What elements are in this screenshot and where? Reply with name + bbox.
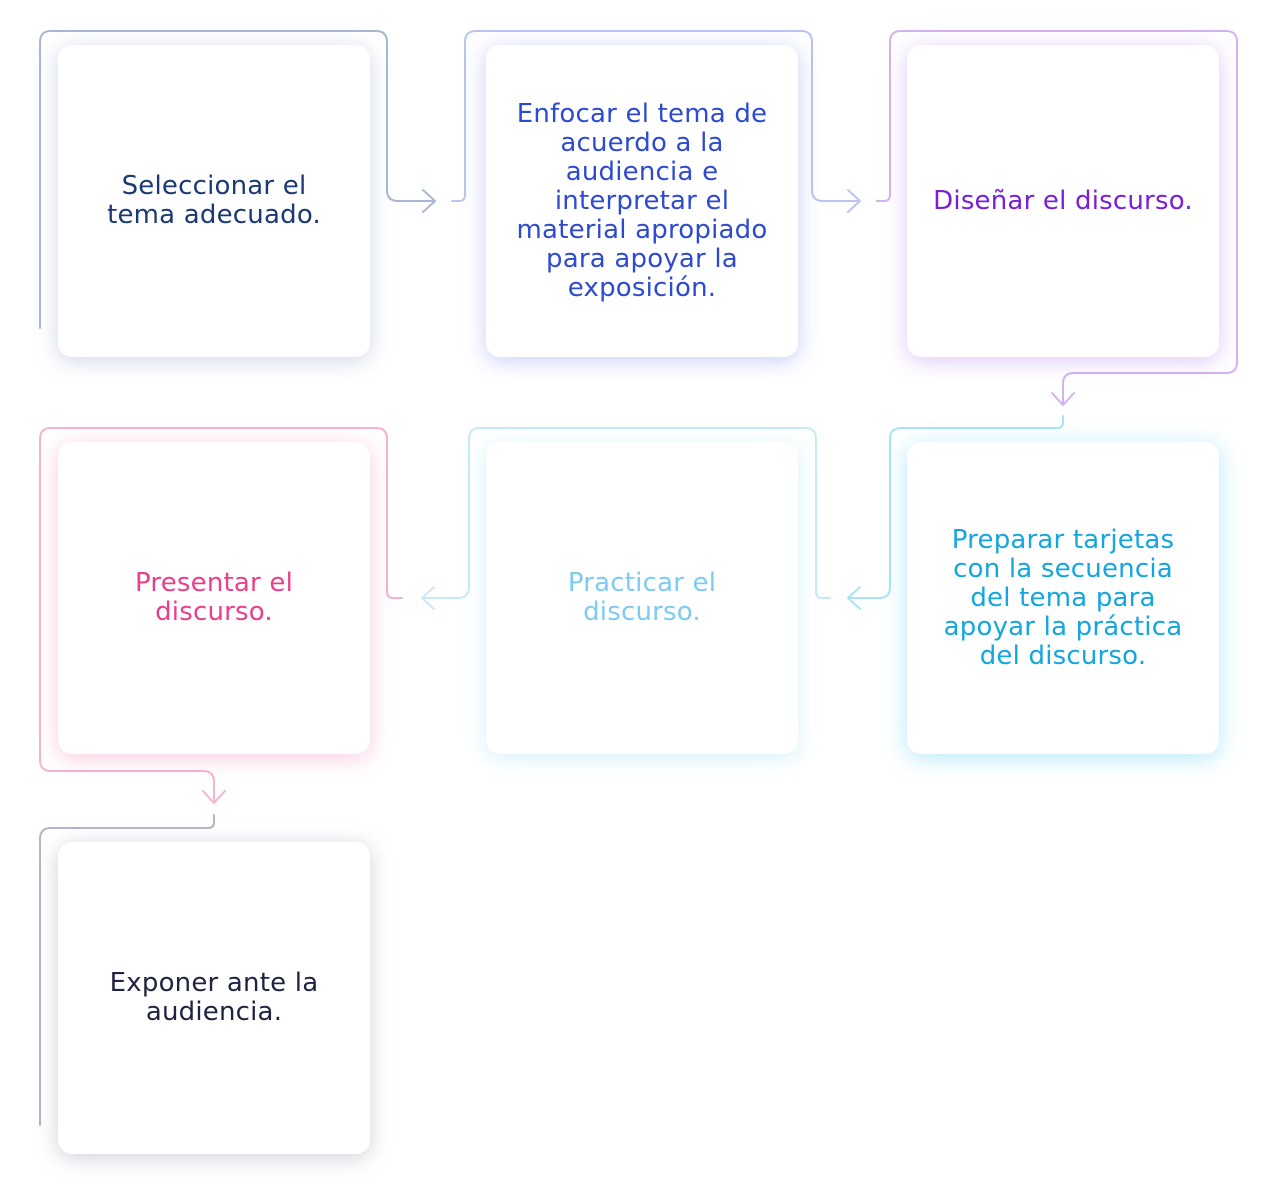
arrowhead-down-icon <box>1051 392 1075 406</box>
arrowhead-left-icon <box>847 586 861 610</box>
step-card-1: Seleccionar el tema adecuado. <box>58 45 370 357</box>
arrowhead-right-icon <box>847 189 861 213</box>
step-card-4: Preparar tarjetas con la secuencia del t… <box>907 442 1219 754</box>
step-text: Presentar el discurso. <box>134 568 294 627</box>
step-card-7: Exponer ante la audiencia. <box>58 842 370 1154</box>
step-text: Seleccionar el tema adecuado. <box>107 171 321 230</box>
step-text: Preparar tarjetas con la secuencia del t… <box>943 524 1183 671</box>
arrowhead-down-icon <box>202 790 226 804</box>
step-text: Enfocar el tema de acuerdo a la audienci… <box>516 98 768 303</box>
step-card-5: Practicar el discurso. <box>486 442 798 754</box>
step-text: Diseñar el discurso. <box>933 185 1193 216</box>
step-card-6: Presentar el discurso. <box>58 442 370 754</box>
step-card-3: Diseñar el discurso. <box>907 45 1219 357</box>
step-card-2: Enfocar el tema de acuerdo a la audienci… <box>486 45 798 357</box>
step-text: Exponer ante la audiencia. <box>109 968 319 1027</box>
arrowhead-right-icon <box>422 189 436 213</box>
step-text: Practicar el discurso. <box>567 568 717 627</box>
arrowhead-left-icon <box>421 586 435 610</box>
